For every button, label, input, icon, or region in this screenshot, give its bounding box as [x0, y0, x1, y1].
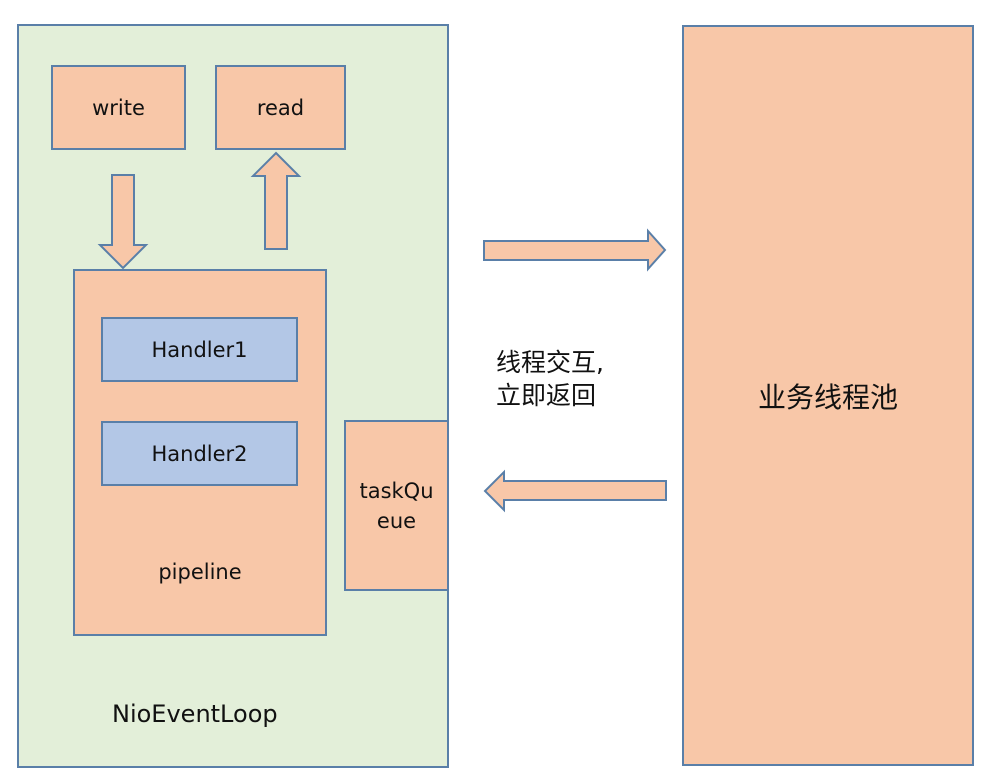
- write-label: write: [92, 95, 145, 120]
- handler1-label: Handler1: [151, 337, 248, 362]
- task-queue-box: taskQu eue: [344, 420, 449, 591]
- read-label: read: [256, 95, 305, 120]
- business-thread-pool-box: 业务线程池: [682, 25, 974, 766]
- task-queue-label: taskQu eue: [359, 478, 434, 533]
- read-box: read: [215, 65, 346, 150]
- business-thread-pool-label: 业务线程池: [757, 380, 898, 414]
- handler2-box: Handler2: [101, 421, 298, 486]
- pipeline-label: pipeline: [158, 560, 242, 584]
- nio-event-loop-label: NioEventLoop: [112, 700, 278, 728]
- write-box: write: [51, 65, 186, 150]
- handler1-box: Handler1: [101, 317, 298, 382]
- interaction-note: 线程交互, 立即返回: [496, 348, 604, 410]
- handler2-label: Handler2: [151, 441, 248, 466]
